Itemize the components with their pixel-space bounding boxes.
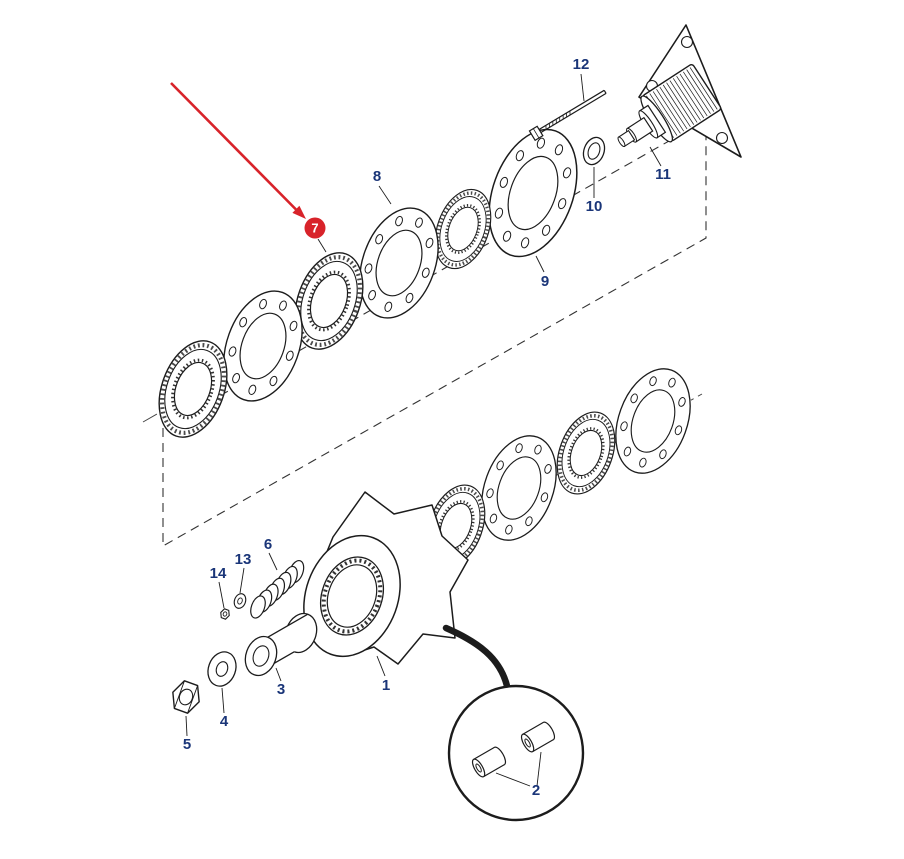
part3-bushing (244, 612, 318, 677)
callout-8: 8 (373, 168, 381, 185)
part4-washer (207, 651, 237, 687)
separator-disc-lower-mid (467, 424, 571, 552)
callout-6: 6 (264, 536, 272, 553)
part8-separator-disc (344, 196, 454, 330)
callout-9: 9 (541, 273, 549, 290)
callout-11: 11 (655, 166, 671, 183)
callout-2: 2 (532, 782, 540, 799)
part1-hub-casting (303, 491, 469, 665)
part5-hex-nut (172, 680, 200, 714)
callout-10: 10 (586, 198, 603, 215)
highlight-badge-7: 7 (304, 217, 326, 239)
callout-5: 5 (183, 736, 191, 753)
callout-1: 1 (382, 677, 390, 694)
detail-pointer-curve (442, 624, 511, 690)
leader-lines (185, 73, 662, 787)
highlight-badge-7-label: 7 (311, 221, 318, 236)
part9-brake-flange-plate (472, 116, 594, 270)
callout-14: 14 (210, 565, 227, 582)
friction-disc-lower-mid-right (544, 402, 628, 504)
red-arrow-pointer (170, 82, 306, 219)
part13-small-washer (233, 593, 247, 609)
part14-small-nut (220, 608, 230, 620)
part6-spring (250, 559, 305, 619)
callout-13: 13 (235, 551, 252, 568)
callout-3: 3 (277, 681, 285, 698)
callout-4: 4 (220, 713, 229, 730)
callout-12: 12 (573, 56, 590, 73)
callout-labels: 1 2 3 4 5 6 8 9 10 11 12 13 14 (183, 56, 671, 799)
separator-disc-lower-right (601, 357, 705, 485)
part10-retaining-ring (582, 136, 606, 166)
detail-bubble-circle (447, 684, 585, 822)
part11-splined-shaft (617, 64, 722, 148)
part12-bolt (528, 89, 607, 142)
